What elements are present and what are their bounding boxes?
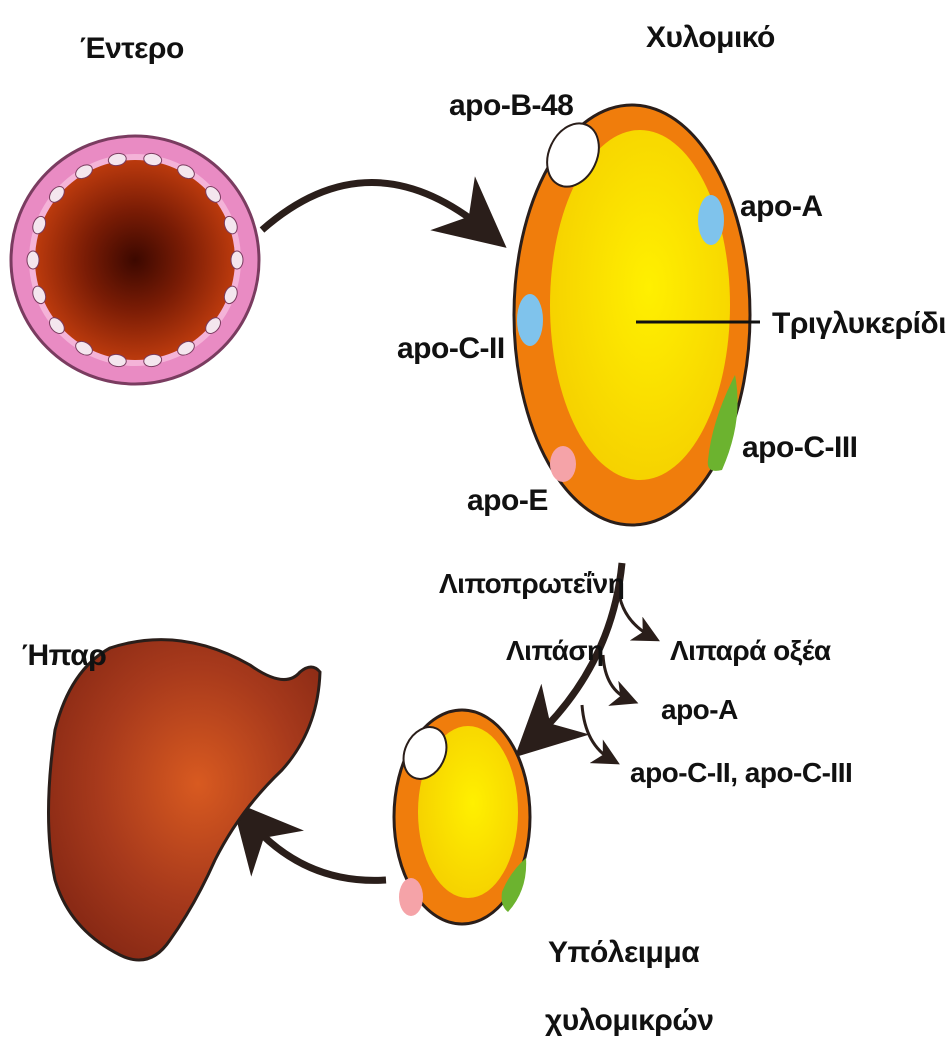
label-fatty-acids: Λιπαρά οξέα [670,635,831,666]
chylomicron-particle [514,105,750,525]
arrow-apo-c-released [582,705,612,760]
label-apo-c-released: apo-C-II, apo-C-III [630,757,852,788]
villus [231,251,243,269]
label-apo-e: apo-E [467,484,548,517]
arrow-apo-a-released [603,655,630,700]
arrow-intestine-to-chylomicron [262,183,485,231]
arrow-remnant-to-liver [250,822,386,880]
label-remnant-line2: χυλομικρών [545,1004,713,1037]
label-remnant-line1: Υπόλειμμα [548,936,700,969]
apo-a-marker [698,195,724,245]
label-lipase: Λιπάση [506,635,604,666]
label-liver: Ήπαρ [22,639,106,672]
apo-c2-marker [517,294,543,346]
chylomicron-remnant [394,710,530,924]
remnant-apo-e-marker [399,878,423,916]
label-chylomicron: Χυλομικό [646,21,775,54]
label-intestine: Έντερο [80,32,184,65]
label-apo-c2: apo-C-II [397,332,505,365]
apo-e-marker [550,446,576,482]
label-triglyceride: Τριγλυκερίδιο [772,307,946,340]
villus [27,251,39,269]
label-apo-a: apo-A [740,190,823,223]
label-apo-c3: apo-C-III [742,431,858,464]
liver-shape [49,640,321,960]
label-lipoprotein: Λιποπρωτεΐνη [439,568,624,599]
intestine-cross-section [11,136,259,384]
label-apo-b48: apo-B-48 [449,89,573,122]
label-apo-a-released: apo-A [661,694,738,725]
